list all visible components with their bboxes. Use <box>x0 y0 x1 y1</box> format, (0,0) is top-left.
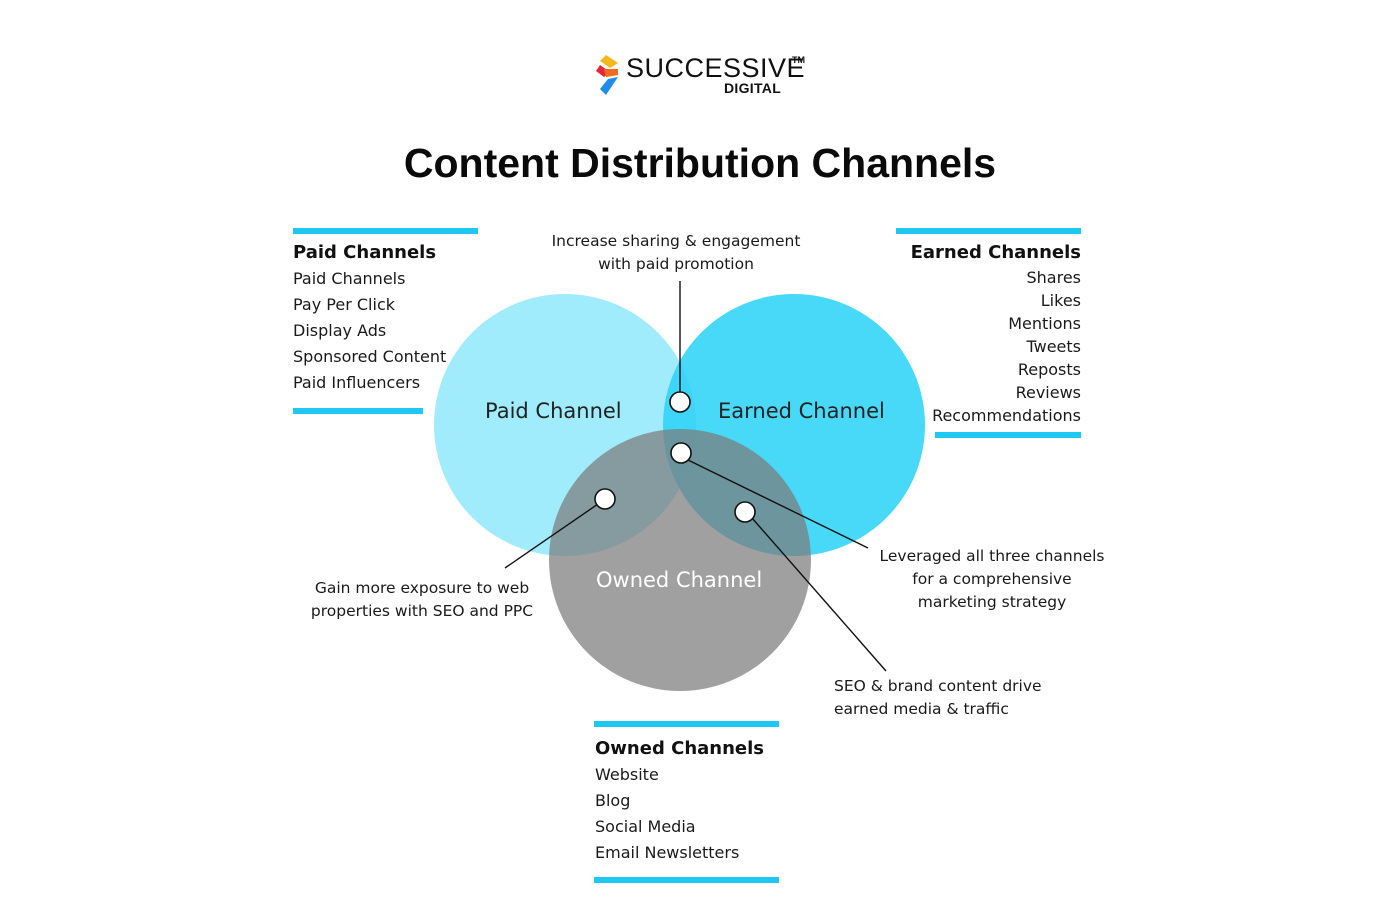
annotation-line: earned media & traffic <box>834 700 1009 718</box>
brand-name: SUCCESSIVE <box>626 53 806 83</box>
connector-paid-owned <box>504 503 599 569</box>
marker-all-three <box>670 442 692 464</box>
brand-logo: SUCCESSIVE TM DIGITAL <box>596 53 816 97</box>
annotation-line: with paid promotion <box>598 255 754 273</box>
brand-sub: DIGITAL <box>724 80 782 96</box>
list-item: Sponsored Content <box>293 347 447 366</box>
earned-group-bottom-bar <box>935 432 1081 438</box>
annotation-line: Gain more exposure to web <box>314 579 530 597</box>
earned-channels-heading: Earned Channels <box>910 242 1081 263</box>
list-item: Display Ads <box>293 321 387 340</box>
marker-earned-owned <box>734 501 756 523</box>
annotation-line: SEO & brand content drive <box>834 677 1042 695</box>
annotation-paid-earned: Increase sharing & engagement with paid … <box>526 230 826 276</box>
marker-paid-earned <box>669 391 691 413</box>
connector-all-three <box>687 459 869 549</box>
page-title: Content Distribution Channels <box>403 140 997 186</box>
list-item: Shares <box>1026 268 1081 287</box>
list-item: Recommendations <box>932 406 1081 425</box>
connector-earned-owned <box>751 517 887 672</box>
brand-trademark: TM <box>792 55 805 65</box>
earned-circle-label: Earned Channel <box>718 399 885 423</box>
list-item: Email Newsletters <box>595 843 740 862</box>
list-item: Reviews <box>1015 383 1081 402</box>
owned-channels-heading: Owned Channels <box>595 738 764 759</box>
list-item: Paid Influencers <box>293 373 421 392</box>
brand-logo-icon <box>596 55 618 95</box>
paid-circle-label: Paid Channel <box>485 399 622 423</box>
paid-channels-group: Paid Channels Paid Channels Pay Per Clic… <box>293 240 446 396</box>
list-item: Blog <box>595 791 631 810</box>
owned-group-top-bar <box>594 721 779 727</box>
paid-group-bottom-bar <box>293 408 423 414</box>
paid-channels-heading: Paid Channels <box>293 242 437 263</box>
list-item: Reposts <box>1017 360 1081 379</box>
earned-group-top-bar <box>896 228 1081 234</box>
list-item: Tweets <box>1026 337 1081 356</box>
list-item: Pay Per Click <box>293 295 395 314</box>
owned-circle-label: Owned Channel <box>596 568 763 592</box>
earned-channels-group: Earned Channels Shares Likes Mentions Tw… <box>880 240 1081 427</box>
list-item: Website <box>595 765 659 784</box>
list-item: Mentions <box>1008 314 1081 333</box>
annotation-line: Increase sharing & engagement <box>551 232 801 250</box>
list-item: Social Media <box>595 817 696 836</box>
owned-group-bottom-bar <box>594 877 779 883</box>
annotation-line: for a comprehensive <box>912 570 1072 588</box>
paid-group-top-bar <box>293 228 478 234</box>
annotation-paid-owned: Gain more exposure to web properties wit… <box>292 577 552 623</box>
annotation-all-three: Leveraged all three channels for a compr… <box>862 545 1122 614</box>
list-item: Likes <box>1040 291 1081 310</box>
list-item: Paid Channels <box>293 269 406 288</box>
annotation-line: marketing strategy <box>917 593 1067 611</box>
annotation-earned-owned: SEO & brand content drive earned media &… <box>834 675 1074 721</box>
annotation-line: properties with SEO and PPC <box>310 602 534 620</box>
owned-channels-group: Owned Channels Website Blog Social Media… <box>595 736 764 866</box>
owned-circle <box>549 429 811 691</box>
marker-paid-owned <box>594 488 616 510</box>
annotation-line: Leveraged all three channels <box>879 547 1105 565</box>
